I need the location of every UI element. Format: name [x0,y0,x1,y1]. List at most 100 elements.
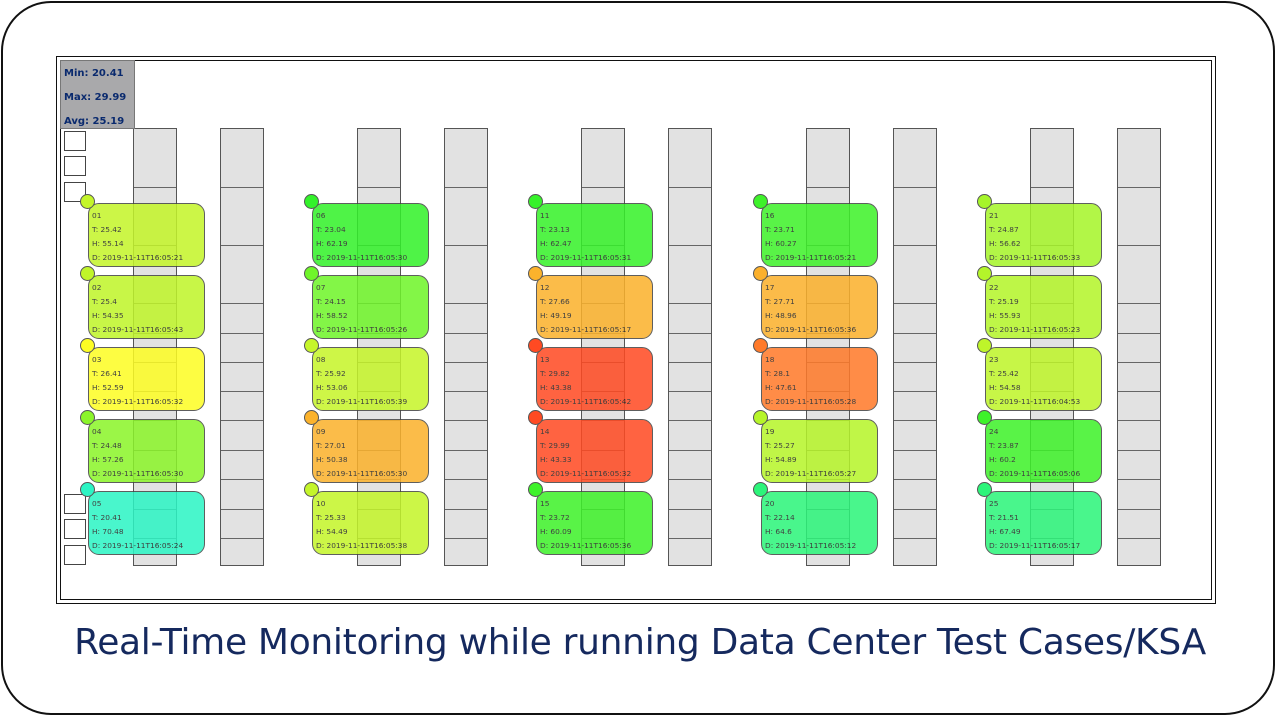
max-value: Max: 29.99 [64,92,127,103]
sensor-date: D: 2019-11-11T16:05:30 [92,469,184,478]
rack-divider [358,187,400,188]
sensor-temperature: T: 24.87 [989,225,1019,234]
sensor-humidity: H: 43.33 [540,455,572,464]
rack-divider [894,333,936,334]
rack-divider [221,391,263,392]
rack-divider [669,391,711,392]
rack-divider [445,509,487,510]
rack-divider [894,450,936,451]
sensor-status-dot [753,482,768,497]
sensor-humidity: H: 49.19 [540,311,572,320]
sensor-temperature: T: 27.71 [765,297,795,306]
sensor-humidity: H: 62.47 [540,239,572,248]
sensor-humidity: H: 43.38 [540,383,572,392]
sensor-status-dot [977,194,992,209]
sensor-temperature: T: 28.1 [765,369,790,378]
rack-4-b [893,128,937,566]
sensor-status-dot [80,338,95,353]
sensor-temperature: T: 26.41 [92,369,122,378]
rack-divider [221,333,263,334]
sensor-date: D: 2019-11-11T16:05:12 [765,541,857,550]
panel-inner-border [60,60,1212,600]
sensor-date: D: 2019-11-11T16:05:36 [765,325,857,334]
sensor-humidity: H: 54.49 [316,527,348,536]
rack-divider [894,479,936,480]
sensor-humidity: H: 48.96 [765,311,797,320]
sensor-id: 07 [316,283,326,292]
rack-divider [1118,362,1160,363]
sensor-status-dot [977,266,992,281]
rack-divider [894,538,936,539]
rack-divider [1118,391,1160,392]
sensor-id: 14 [540,427,550,436]
sensor-id: 19 [765,427,775,436]
sensor-date: D: 2019-11-11T16:05:33 [989,253,1081,262]
rack-divider [669,187,711,188]
sensor-temperature: T: 27.01 [316,441,346,450]
sensor-id: 13 [540,355,550,364]
rack-divider [894,420,936,421]
rack-divider [221,479,263,480]
sensor-id: 15 [540,499,550,508]
rack-divider [894,187,936,188]
sensor-status-dot [304,194,319,209]
rack-divider [1118,450,1160,451]
rack-divider [894,303,936,304]
sensor-card-14[interactable]: 14 T: 29.99 H: 43.33 D: 2019-11-11T16:05:32 [536,419,653,483]
sensor-temperature: T: 27.66 [540,297,570,306]
sensor-temperature: T: 29.99 [540,441,570,450]
sensor-temperature: T: 25.33 [316,513,346,522]
rack-divider [669,362,711,363]
sensor-status-dot [977,482,992,497]
sensor-id: 08 [316,355,326,364]
sensor-humidity: H: 60.09 [540,527,572,536]
sensor-temperature: T: 23.71 [765,225,795,234]
sensor-humidity: H: 70.48 [92,527,124,536]
sensor-humidity: H: 56.62 [989,239,1021,248]
rack-divider [1031,187,1073,188]
sensor-date: D: 2019-11-11T16:05:32 [540,469,632,478]
sensor-date: D: 2019-11-11T16:05:26 [316,325,408,334]
rack-1-b [220,128,264,566]
rack-divider [445,333,487,334]
sensor-status-dot [528,410,543,425]
rack-divider [582,187,624,188]
sensor-id: 25 [989,499,999,508]
sensor-humidity: H: 54.89 [765,455,797,464]
min-value: Min: 20.41 [64,68,124,79]
sensor-humidity: H: 58.52 [316,311,348,320]
rack-divider [134,187,176,188]
rack-divider [445,187,487,188]
sensor-status-dot [753,194,768,209]
sensor-id: 12 [540,283,550,292]
sensor-temperature: T: 25.27 [765,441,795,450]
sensor-status-dot [80,266,95,281]
rack-divider [1118,538,1160,539]
rack-divider [669,450,711,451]
sensor-id: 11 [540,211,550,220]
